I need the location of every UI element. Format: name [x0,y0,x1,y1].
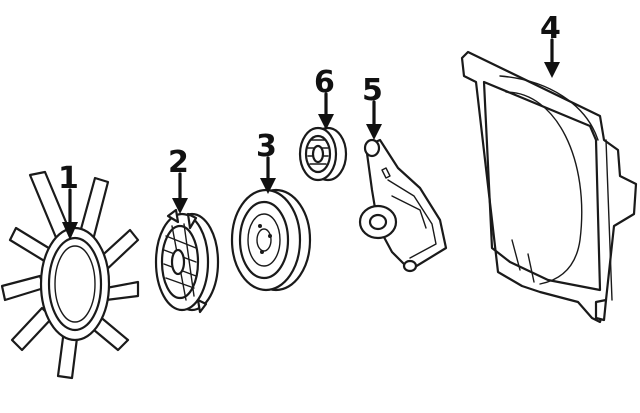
fan-blade-icon [0,170,140,380]
callout-2: 2 [168,145,189,180]
fan-clutch-icon [154,208,220,314]
belt-tensioner-icon [358,138,448,273]
callout-arrow-2 [172,172,188,214]
callout-arrow-5 [366,100,382,140]
water-pump-pulley-icon [230,188,312,292]
idler-pulley-icon [298,126,348,182]
callout-5: 5 [362,73,383,108]
callout-arrow-4 [544,38,560,78]
callout-4: 4 [540,11,561,46]
callout-arrow-1 [62,188,78,240]
callout-arrow-3 [260,156,276,194]
callout-6: 6 [314,65,335,100]
callout-arrow-6 [318,92,334,130]
callout-3: 3 [256,129,277,164]
callout-1: 1 [58,161,79,196]
fan-shroud-icon [460,50,638,324]
